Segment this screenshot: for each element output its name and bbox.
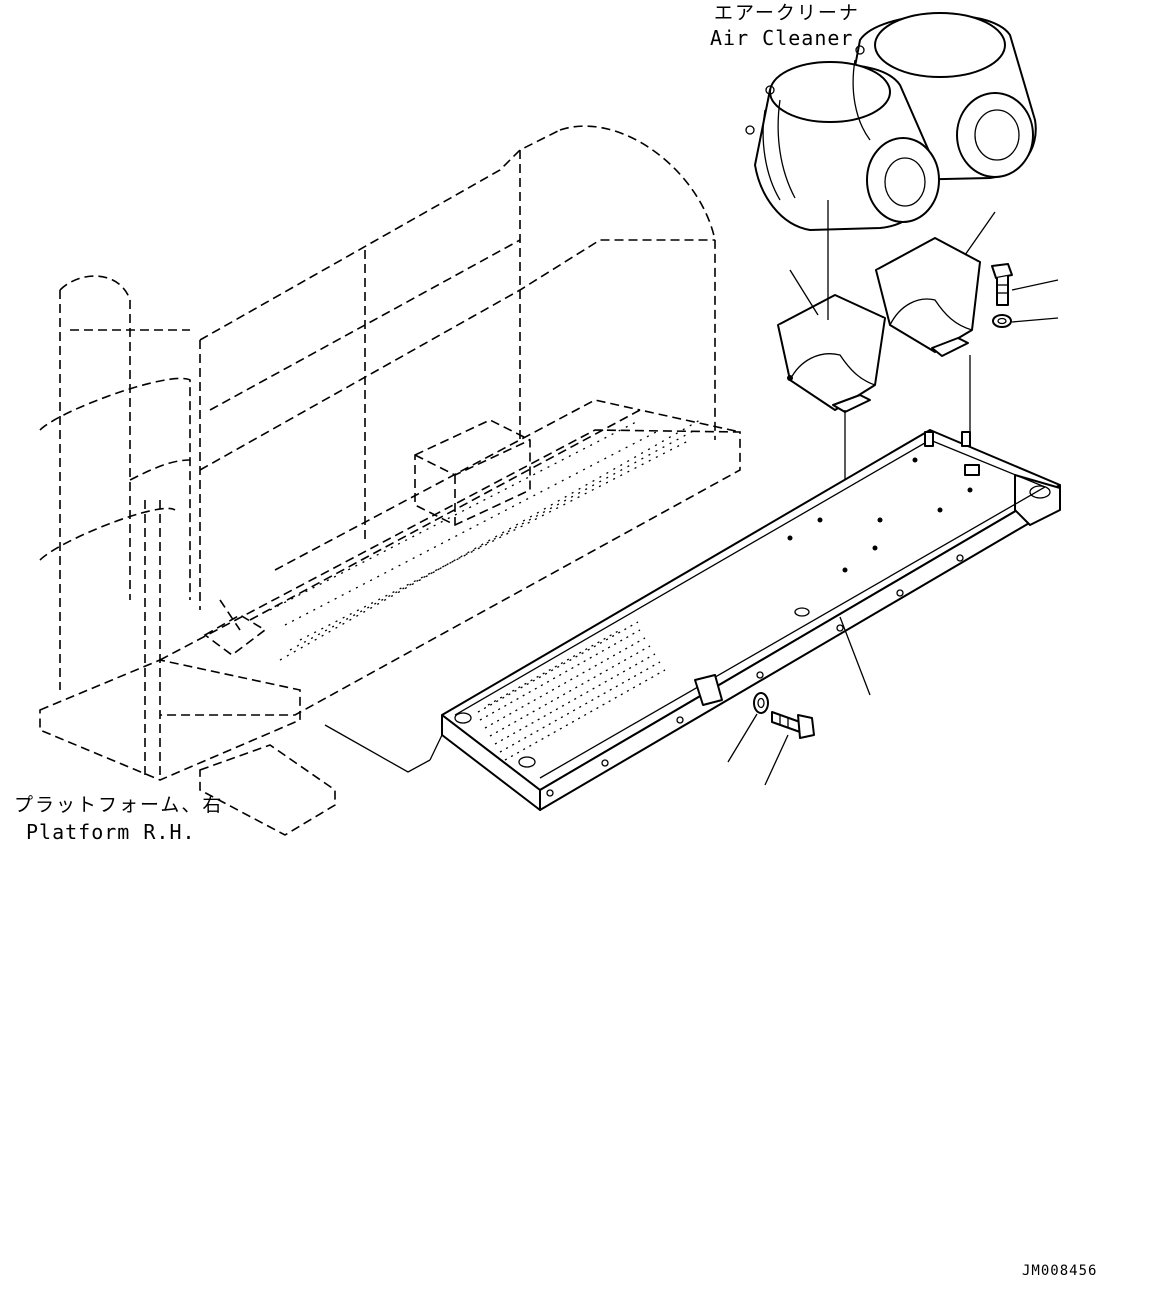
drawing-code: JM008456: [1022, 1263, 1098, 1279]
air-cleaner-assembly: [745, 12, 1037, 231]
mounting-brackets: [777, 200, 996, 565]
plate-perforations: [477, 621, 666, 761]
bolt-washer-upper: [991, 263, 1059, 328]
air-cleaner-label-en: Air Cleaner: [710, 26, 854, 50]
deck-perforations: [269, 419, 701, 661]
base-plate: [441, 429, 1061, 811]
platform-label-en: Platform R.H.: [26, 820, 196, 844]
bolt-washer-lower: [727, 692, 815, 786]
platform-rh: [39, 125, 741, 836]
air-cleaner-label-jp: エアークリーナ: [714, 2, 860, 24]
platform-label-jp: プラットフォーム、右: [14, 794, 224, 816]
